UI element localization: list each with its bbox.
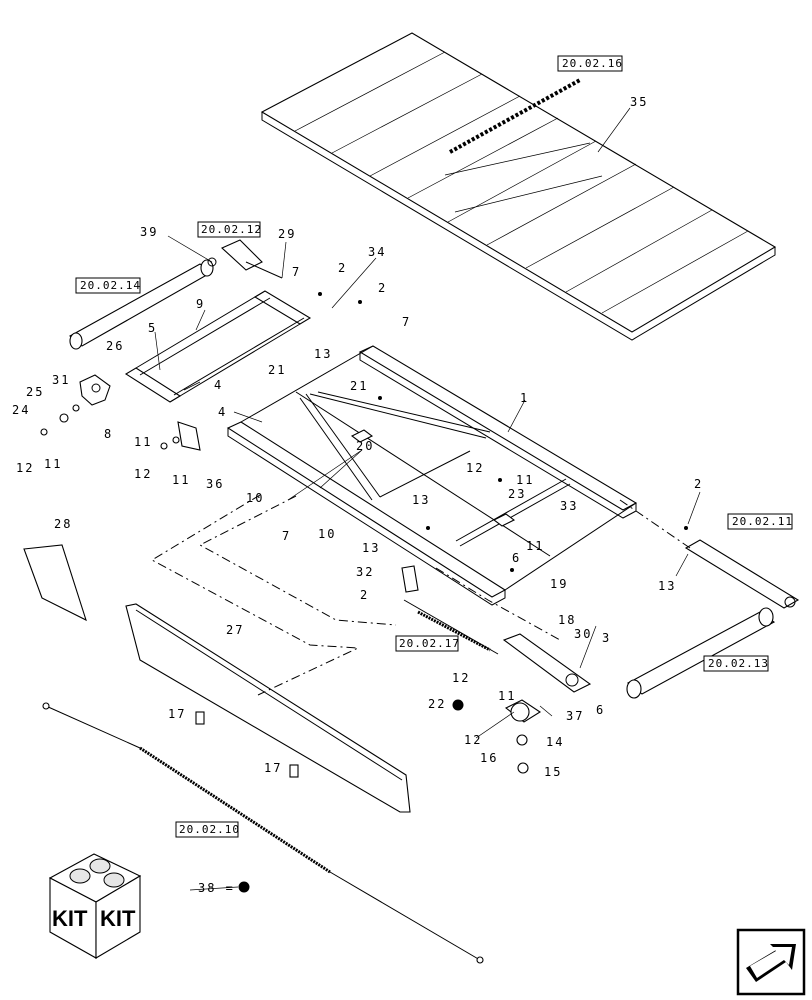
kit-marker-icon	[238, 881, 250, 893]
callout-labels: 1 2 2 2 2 3 4 4 5 6 6 7 7 7 8 9 10 10 11…	[12, 95, 703, 895]
callout-2: 2	[378, 281, 387, 295]
callout-12: 12	[16, 461, 34, 475]
hardware	[40, 292, 688, 778]
callout-12: 12	[134, 467, 152, 481]
callout-7: 7	[292, 265, 301, 279]
callout-2: 2	[694, 477, 703, 491]
callout-18: 18	[558, 613, 576, 627]
callout-34: 34	[368, 245, 386, 259]
callout-26: 26	[106, 339, 124, 353]
roller-bracket-right	[684, 539, 800, 609]
reference-20-02-10[interactable]: 20.02.10	[175, 821, 240, 838]
reference-20-02-13[interactable]: 20.02.13	[703, 655, 769, 672]
callout-11: 11	[526, 539, 544, 553]
drive-chain	[42, 702, 484, 964]
callout-11: 11	[172, 473, 190, 487]
drive-assembly	[502, 633, 592, 774]
reference-label: 20.02.13	[708, 657, 769, 670]
callout-19: 19	[550, 577, 568, 591]
roller-right	[626, 607, 776, 699]
callout-23: 23	[508, 487, 526, 501]
callout-16: 16	[480, 751, 498, 765]
callout-33: 33	[560, 499, 578, 513]
kit-box-icon: KIT KIT	[48, 853, 142, 959]
callout-11: 11	[498, 689, 516, 703]
next-page-arrow-icon[interactable]	[736, 928, 806, 996]
reference-label: 20.02.10	[179, 823, 240, 836]
callout-36: 36	[206, 477, 224, 491]
reference-label: 20.02.14	[80, 279, 141, 292]
callout-20: 20	[356, 439, 374, 453]
callout-13: 13	[362, 541, 380, 555]
callout-13: 13	[314, 347, 332, 361]
callout-2: 2	[360, 588, 369, 602]
drive-shaft	[403, 599, 499, 655]
callout-4: 4	[218, 405, 227, 419]
callout-24: 24	[12, 403, 30, 417]
callout-8: 8	[104, 427, 113, 441]
assembly-lines	[150, 494, 691, 696]
callout-10: 10	[318, 527, 336, 541]
sub-frame	[79, 290, 312, 406]
callout-15: 15	[544, 765, 562, 779]
callout-1: 1	[520, 391, 529, 405]
panel-28	[23, 544, 87, 622]
callout-11: 11	[516, 473, 534, 487]
kit-label-left: KIT	[52, 906, 88, 931]
callout-21: 21	[268, 363, 286, 377]
callout-28: 28	[54, 517, 72, 531]
reference-20-02-12[interactable]: 20.02.12	[197, 221, 262, 238]
callout-12: 12	[466, 461, 484, 475]
callout-3: 3	[602, 631, 611, 645]
callout-25: 25	[26, 385, 44, 399]
callout-21: 21	[350, 379, 368, 393]
callout-5: 5	[148, 321, 157, 335]
reference-label: 20.02.12	[201, 223, 262, 236]
callout-2: 2	[338, 261, 347, 275]
callout-11: 11	[134, 435, 152, 449]
callout-22: 22	[428, 697, 446, 711]
callout-6: 6	[596, 703, 605, 717]
callout-13: 13	[412, 493, 430, 507]
callout-37: 37	[566, 709, 584, 723]
reference-label: 20.02.16	[562, 57, 623, 70]
kit-marker-icon	[452, 699, 464, 711]
callout-10: 10	[246, 491, 264, 505]
callout-30: 30	[574, 627, 592, 641]
callout-4: 4	[214, 378, 223, 392]
callout-11: 11	[44, 457, 62, 471]
reference-20-02-14[interactable]: 20.02.14	[75, 277, 141, 294]
callout-12: 12	[452, 671, 470, 685]
callout-27: 27	[226, 623, 244, 637]
callout-35: 35	[630, 95, 648, 109]
callout-38: 38 =	[198, 881, 235, 895]
roller-left	[69, 257, 217, 350]
leader-lines	[154, 107, 701, 891]
callout-14: 14	[546, 735, 564, 749]
callout-7: 7	[402, 315, 411, 329]
callout-17: 17	[264, 761, 282, 775]
reference-label: 20.02.17	[399, 637, 460, 650]
panel-27	[125, 603, 411, 813]
callout-39: 39	[140, 225, 158, 239]
callout-31: 31	[52, 373, 70, 387]
callout-13: 13	[658, 579, 676, 593]
reference-20-02-17[interactable]: 20.02.17	[395, 635, 460, 652]
callout-17: 17	[168, 707, 186, 721]
main-frame	[226, 345, 638, 606]
roller-bracket-top	[221, 239, 283, 279]
callout-7: 7	[282, 529, 291, 543]
reference-20-02-16[interactable]: 20.02.16	[557, 55, 623, 72]
callout-6: 6	[512, 551, 521, 565]
callout-29: 29	[278, 227, 296, 241]
reference-label: 20.02.11	[732, 515, 793, 528]
callout-9: 9	[196, 297, 205, 311]
belt-assembly	[260, 32, 777, 341]
reference-20-02-11[interactable]: 20.02.11	[727, 513, 793, 530]
callout-32: 32	[356, 565, 374, 579]
kit-label-right: KIT	[100, 906, 136, 931]
callout-12: 12	[464, 733, 482, 747]
